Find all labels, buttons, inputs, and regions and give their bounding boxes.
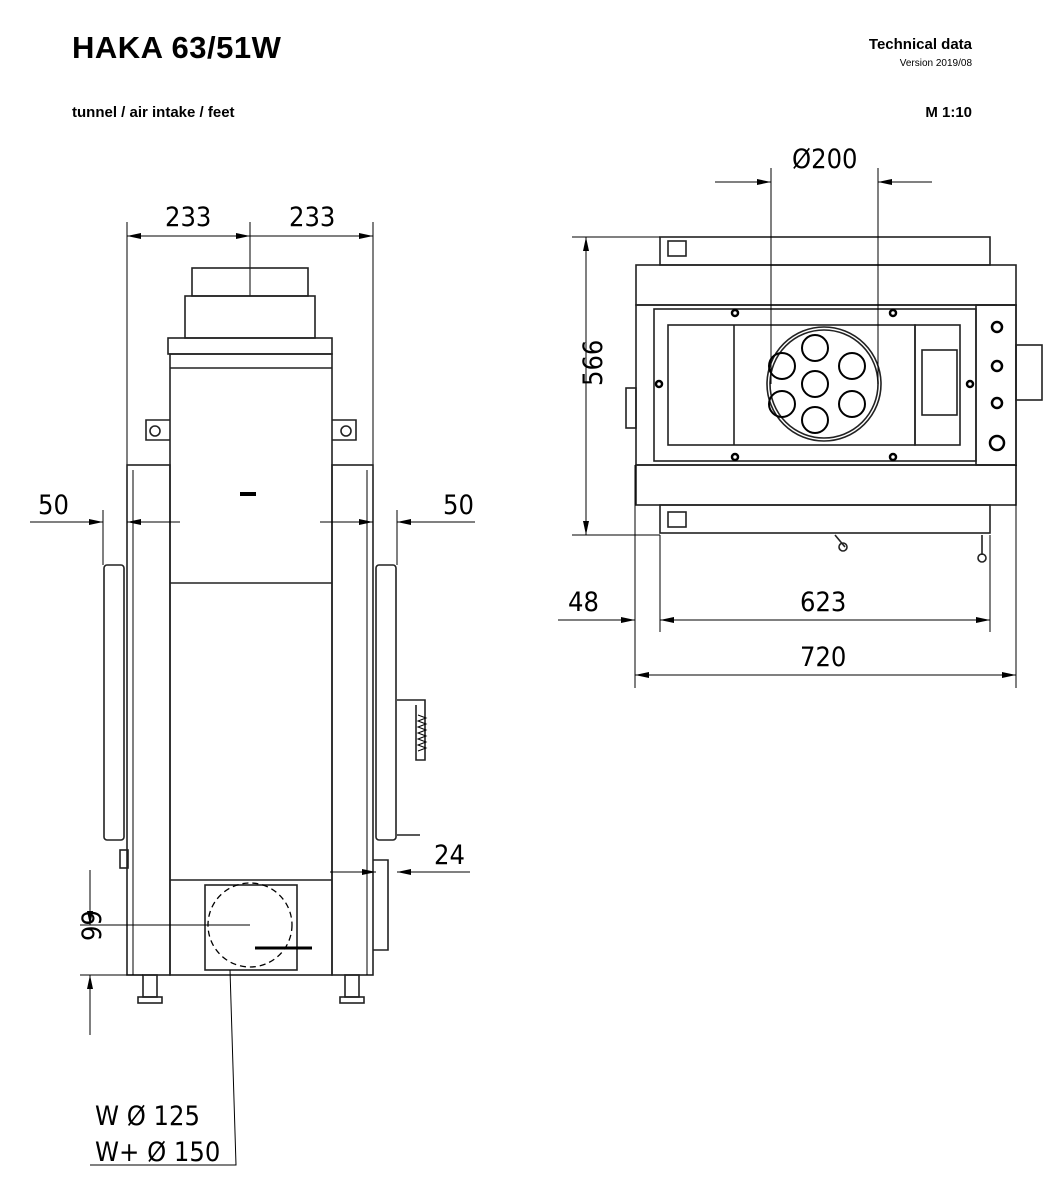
dim-side-right: 50 [443,490,474,521]
front-view: 233 233 50 50 24 99 W Ø 125 W+ Ø 150 [30,202,475,1168]
top-view: Ø200 566 48 623 720 [558,144,1043,688]
air-intake-w-plus: W+ Ø 150 [95,1137,220,1168]
dim-top-right: 233 [289,202,335,233]
dim-inner-width: 623 [800,587,846,618]
air-intake-w: W Ø 125 [95,1101,200,1132]
drawing-scale: M 1:10 [925,104,972,121]
dim-bottom-height: 99 [77,910,108,941]
page-title: HAKA 63/51W [72,30,282,65]
dim-side-left: 50 [38,490,69,521]
dim-offset: 48 [568,587,599,618]
dim-depth: 566 [578,340,609,386]
doc-type: Technical data [868,36,972,53]
dim-flue-diameter: Ø200 [792,144,857,175]
dim-rod: 24 [434,840,465,871]
dim-total-width: 720 [800,642,846,673]
doc-version: Version 2019/08 [899,58,972,69]
dim-top-left: 233 [165,202,211,233]
page-subtitle: tunnel / air intake / feet [72,104,235,121]
